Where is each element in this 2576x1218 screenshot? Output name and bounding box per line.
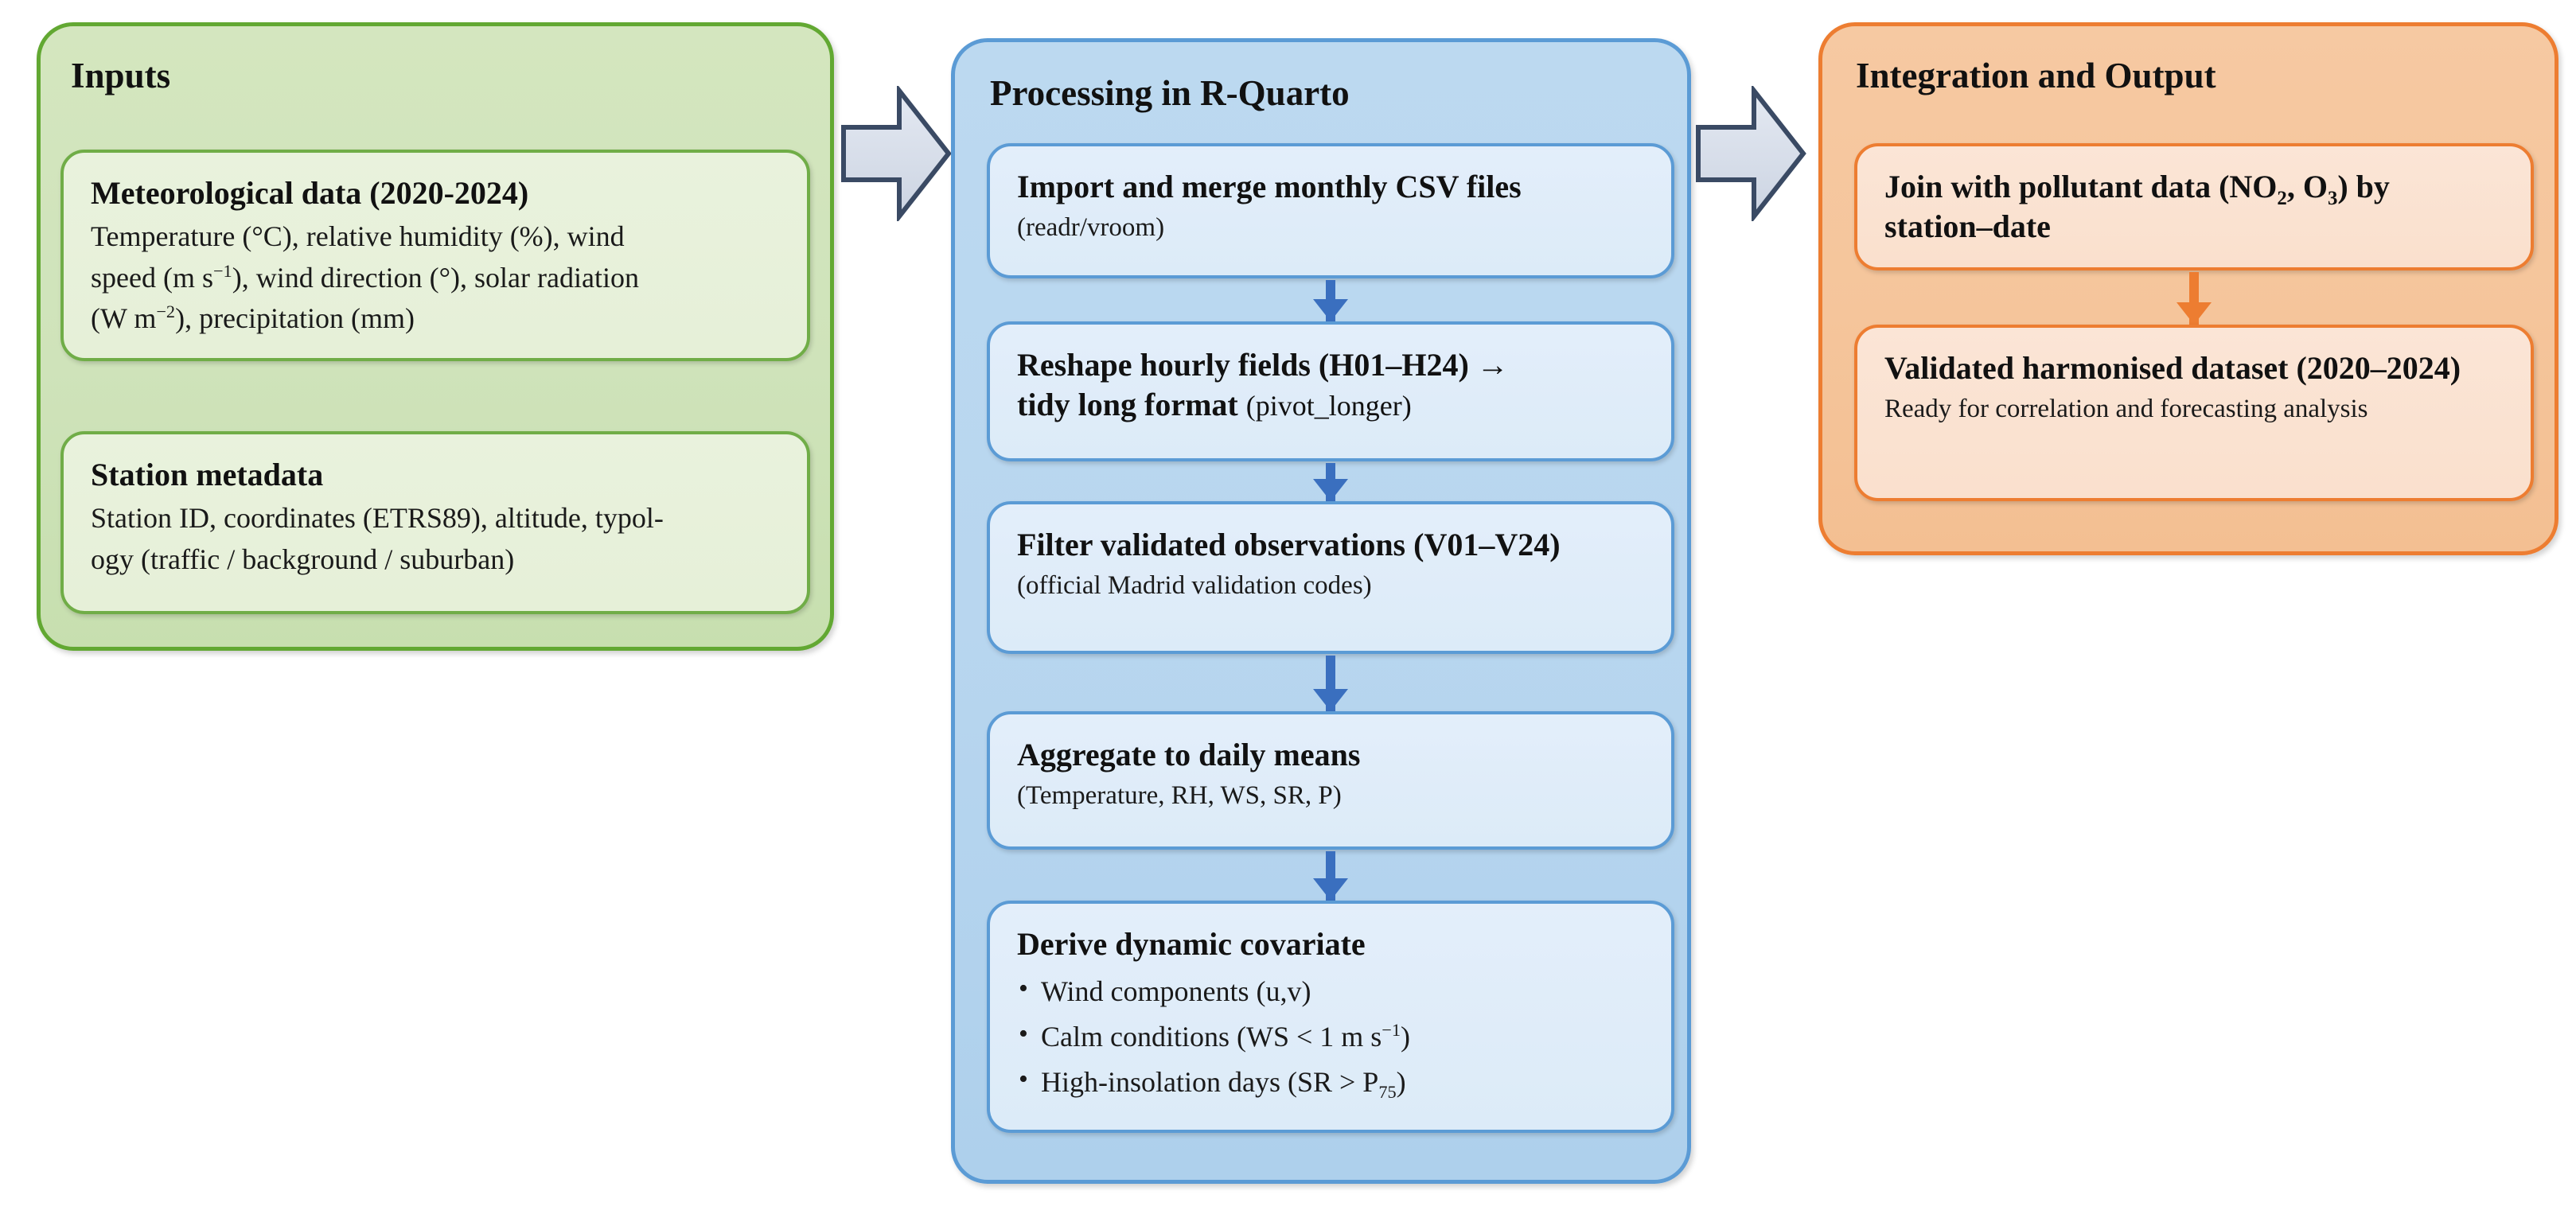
met-line-2b: ), wind direction (°), solar radiation [232,261,639,294]
list-item: High-insolation days (SR > P75) [1017,1058,1644,1105]
card-station-metadata: Station metadata Station ID, coordinates… [60,431,810,614]
card-derive-bullets: Wind components (u,v) Calm conditions (W… [1017,967,1644,1105]
card-reshape-hourly: Reshape hourly fields (H01–H24) → tidy l… [987,321,1674,461]
bullet-2-text: Calm conditions (WS < 1 m s [1041,1021,1382,1053]
bullet-2-sup: −1 [1382,1020,1401,1041]
card-station-title: Station metadata [91,457,324,492]
join-text-c: ) by station–date [1884,169,2390,245]
card-filter-note: (official Madrid validation codes) [1017,571,1372,601]
connector-filter-to-aggregate [1313,656,1348,711]
card-meteorological-body: Temperature (°C), relative humidity (%),… [91,216,780,338]
connector-arrowhead-icon [1313,689,1348,711]
connector-arrowhead-icon [1313,299,1348,321]
card-derive-title: Derive dynamic covariate [1017,926,1366,962]
card-aggregate-daily: Aggregate to daily means (Temperature, R… [987,711,1674,850]
join-text-a: Join with pollutant data (NO [1884,169,2278,204]
met-line-3b: ), precipitation (mm) [175,302,415,334]
met-line-1: Temperature (°C), relative humidity (%),… [91,220,625,253]
card-join-title: Join with pollutant data (NO2, O3) by st… [1884,167,2504,247]
connector-aggregate-to-derive [1313,851,1348,901]
card-reshape-title: Reshape hourly fields (H01–H24) → tidy l… [1017,345,1644,426]
station-line-2: ogy (traffic / background / suburban) [91,543,515,575]
connector-arrowhead-icon [1313,878,1348,901]
card-meteorological-data: Meteorological data (2020-2024) Temperat… [60,150,810,361]
card-station-body: Station ID, coordinates (ETRS89), altitu… [91,498,780,579]
join-text-b: , O [2286,169,2328,204]
bullet-1-text: Wind components (u,v) [1041,975,1311,1008]
card-join-pollutant: Join with pollutant data (NO2, O3) by st… [1854,143,2534,270]
arrow-inputs-to-processing-icon [841,86,952,221]
panel-processing-title: Processing in R-Quarto [990,73,1350,113]
card-validated-title: Validated harmonised dataset (2020–2024) [1884,350,2461,386]
arrow-processing-to-output-icon [1696,86,1806,221]
card-aggregate-title: Aggregate to daily means [1017,737,1361,772]
join-sub-no2: 2 [2277,188,2287,209]
connector-reshape-to-filter [1313,463,1348,501]
list-item: Wind components (u,v) [1017,967,1644,1014]
met-line-2a: speed (m s [91,261,213,294]
card-filter-title: Filter validated observations (V01–V24) [1017,527,1561,562]
met-line-2-sup: −1 [212,260,232,281]
reshape-line-1: Reshape hourly fields (H01–H24) → [1017,347,1509,383]
bullet-3-text: High-insolation days (SR > P [1041,1066,1379,1099]
card-import-merge: Import and merge monthly CSV files (read… [987,143,1674,278]
panel-output-title: Integration and Output [1856,56,2216,95]
bullet-3-sub: 75 [1378,1082,1397,1103]
card-aggregate-note: (Temperature, RH, WS, SR, P) [1017,781,1342,811]
card-import-note: (readr/vroom) [1017,213,1165,243]
connector-join-to-validated [2177,272,2212,325]
reshape-line-2-note: (pivot_longer) [1245,390,1412,422]
station-line-1: Station ID, coordinates (ETRS89), altitu… [91,502,664,535]
panel-inputs-title: Inputs [71,56,171,95]
card-meteorological-title: Meteorological data (2020-2024) [91,175,529,211]
list-item: Calm conditions (WS < 1 m s−1) [1017,1013,1644,1060]
card-filter-validated: Filter validated observations (V01–V24) … [987,501,1674,654]
card-import-title: Import and merge monthly CSV files [1017,169,1522,204]
join-sub-o3: 3 [2327,188,2338,209]
bullet-3-tail: ) [1396,1066,1406,1099]
met-line-3a: (W m [91,302,157,334]
card-validated-dataset: Validated harmonised dataset (2020–2024)… [1854,325,2534,501]
reshape-line-2: tidy long format [1017,387,1238,423]
bullet-2-tail: ) [1401,1021,1411,1053]
card-validated-note: Ready for correlation and forecasting an… [1884,395,2368,424]
connector-arrowhead-icon [1313,479,1348,501]
card-derive-covariate: Derive dynamic covariate Wind components… [987,901,1674,1133]
connector-arrowhead-icon [2177,302,2212,325]
connector-import-to-reshape [1313,280,1348,321]
met-line-3-sup: −2 [156,301,176,321]
